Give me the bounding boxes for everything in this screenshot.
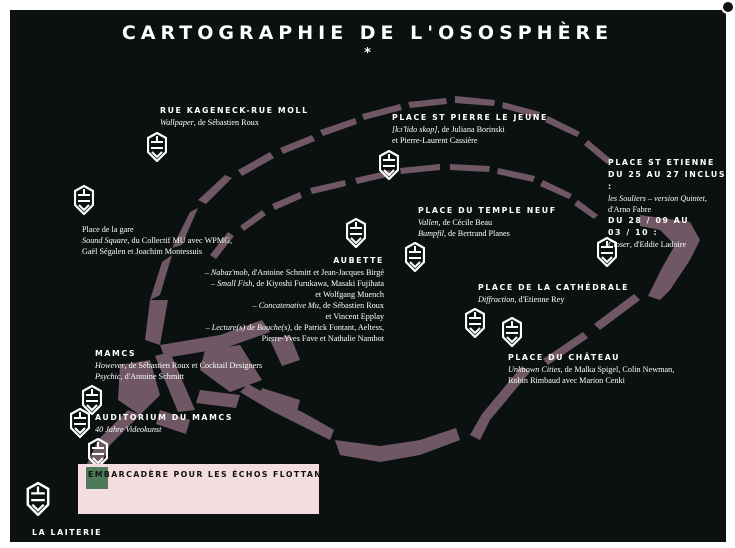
artist-aubette-7: Pierre-Yves Fave et Nathalie Nambot xyxy=(261,334,384,343)
label-laiterie: LA LAITERIE xyxy=(32,527,102,539)
artist-aubette-4: , de Sébastien Roux xyxy=(318,301,384,310)
title-star: * xyxy=(364,46,371,61)
heading-chateau: PLACE DU CHÂTEAU xyxy=(508,353,621,362)
work-lectures: – Lecture(s) de Bouche(s) xyxy=(205,323,291,332)
artist-pierre-2: et Pierre-Laurent Cassière xyxy=(392,136,478,145)
heading-etienne-4: 03 / 10 : xyxy=(608,228,659,237)
artist-aubette-3: et Wolfgang Muench xyxy=(315,290,384,299)
artist-pierre-1: , de Juliana Borinski xyxy=(437,125,505,134)
heading-embarcadere: EMBARCADÈRE POUR LES ÉCHOS FLOTTANTS xyxy=(88,470,336,479)
heading-temple: PLACE DU TEMPLE NEUF xyxy=(418,206,557,215)
work-bumpfil: Bumpfil xyxy=(418,229,444,238)
heading-mamcs: MAMCS xyxy=(95,349,137,358)
marker-cathedrale-icon[interactable] xyxy=(464,307,486,339)
work-small-fish: – Small Fish xyxy=(210,279,253,288)
artist-aubette-1: , d'Antoine Schmitt et Jean-Jacques Birg… xyxy=(247,268,384,277)
work-diffraction: Diffraction xyxy=(478,295,515,304)
label-pierre: PLACE ST PIERRE LE JEUNE [kɔ̃ lido skop]… xyxy=(392,112,548,146)
page-title: CARTOGRAPHIE DE L'OSOSPHÈRE xyxy=(121,22,614,44)
heading-laiterie: LA LAITERIE xyxy=(32,528,103,537)
work-sound-square: Sound Square xyxy=(82,236,128,245)
work-psychic: Psychic xyxy=(95,372,121,381)
work-wallpaper: Wallpaper xyxy=(160,118,194,127)
heading-kageneck: RUE KAGENECK-RUE MOLL xyxy=(160,106,309,115)
artist-etienne-1: d'Arno Fabre xyxy=(608,205,652,214)
work-vallen: Vallen xyxy=(418,218,439,227)
marker-aubette-icon[interactable] xyxy=(345,217,367,249)
heading-pierre: PLACE ST PIERRE LE JEUNE xyxy=(392,113,548,122)
artist-temple-2: , de Bertrand Planes xyxy=(443,229,510,238)
work-nabazmob: – Nabaz'mob xyxy=(204,268,248,277)
marker-chateau-icon[interactable] xyxy=(501,316,523,348)
artist-mamcs-1: , de Sébastien Roux et Cocktail Designer… xyxy=(124,361,263,370)
artist-chateau-2: Robin Rimbaud avec Marion Cenki xyxy=(508,376,625,385)
place-gare: Place de la gare xyxy=(82,225,134,234)
label-aubette: AUBETTE – Nabaz'mob, d'Antoine Schmitt e… xyxy=(150,255,384,344)
work-closer: Closer xyxy=(608,240,630,249)
artist-gare-2: Gaël Ségalen et Joachim Montessuis xyxy=(82,247,203,256)
artist-etienne-sep: , xyxy=(704,194,707,203)
label-cathedrale: PLACE DE LA CATHÉDRALE Diffraction, d'Et… xyxy=(478,282,629,305)
marker-kageneck-icon[interactable] xyxy=(146,131,168,163)
label-gare: Place de la gare Sound Square, du Collec… xyxy=(82,224,232,257)
work-however: However xyxy=(95,361,125,370)
artist-gare-1: , du Collectif MU avec WPMG, xyxy=(127,236,233,245)
marker-gare-icon[interactable] xyxy=(73,184,95,216)
embarcadere-square xyxy=(86,467,108,489)
label-mamcs: MAMCS However, de Sébastien Roux et Cock… xyxy=(95,348,262,382)
label-chateau: PLACE DU CHÂTEAU Unknown Cities, de Malk… xyxy=(508,352,674,386)
heading-etienne-1: PLACE ST ETIENNE xyxy=(608,158,715,167)
artist-kageneck: , de Sébastien Roux xyxy=(193,118,259,127)
heading-auditorium: AUDITORIUM DU MAMCS xyxy=(95,413,234,422)
work-unknown-cities: Unknown Cities xyxy=(508,365,561,374)
marker-temple-icon[interactable] xyxy=(404,241,426,273)
work-40-jahre: 40 Jahre Videokunst xyxy=(95,425,162,434)
marker-auditorium-icon[interactable] xyxy=(69,407,91,439)
work-concatenative: – Concatenative Mu xyxy=(252,301,319,310)
artist-aubette-6: , de Patrick Fontant, Aeltess, xyxy=(290,323,384,332)
marker-laiterie-icon[interactable] xyxy=(26,481,50,517)
artist-cathedrale: , d'Etienne Rey xyxy=(514,295,565,304)
heading-etienne-3: DU 28 / 09 AU xyxy=(608,216,690,225)
marker-pierre-icon[interactable] xyxy=(378,149,400,181)
embarcadere-box xyxy=(78,464,319,514)
close-icon[interactable] xyxy=(721,0,735,14)
heading-cathedrale: PLACE DE LA CATHÉDRALE xyxy=(478,283,630,292)
label-kageneck: RUE KAGENECK-RUE MOLL Wallpaper, de Séba… xyxy=(160,105,309,128)
label-auditorium: AUDITORIUM DU MAMCS 40 Jahre Videokunst xyxy=(95,412,233,435)
label-temple: PLACE DU TEMPLE NEUF Vallen, de Cécile B… xyxy=(418,205,557,239)
heading-aubette: AUBETTE xyxy=(333,256,384,265)
artist-temple-1: , de Cécile Beau xyxy=(438,218,493,227)
artist-mamcs-2: , d'Antoine Schmitt xyxy=(120,372,185,381)
work-kolidoskop: [kɔ̃ lido skop] xyxy=(392,125,438,134)
artist-aubette-5: et Vincent Epplay xyxy=(325,312,384,321)
work-souliers: les Souliers – version Quintet xyxy=(608,194,705,203)
artist-etienne-2: , d'Eddie Ladoire xyxy=(629,240,687,249)
heading-etienne-2: DU 25 AU 27 INCLUS : xyxy=(608,170,727,191)
artist-aubette-2: , de Kiyoshi Furukawa, Masaki Fujihata xyxy=(252,279,384,288)
artist-chateau-1: , de Malka Spigel, Colin Newman, xyxy=(560,365,675,374)
label-etienne: PLACE ST ETIENNE DU 25 AU 27 INCLUS : le… xyxy=(608,157,735,250)
